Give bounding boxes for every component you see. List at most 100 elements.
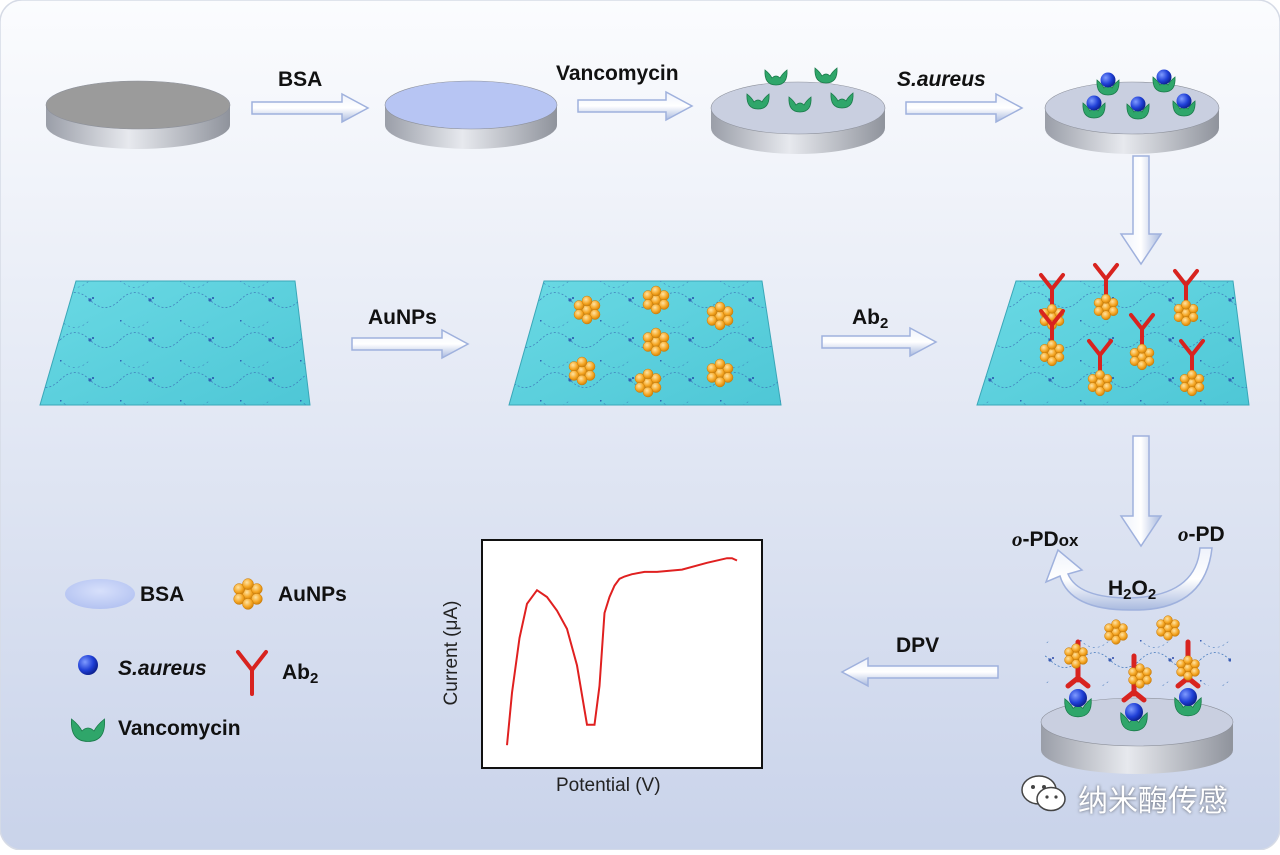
gold-nanoparticle-icon xyxy=(722,315,734,326)
o-pdox-main: -PD xyxy=(1022,528,1059,551)
o-pd-main: -PD xyxy=(1188,523,1225,546)
gold-nanoparticle-icon xyxy=(1194,382,1205,392)
h2o2-sub2: 2 xyxy=(1147,586,1157,603)
gold-nanoparticle-icon xyxy=(642,341,654,352)
gold-nanoparticle-icon xyxy=(1104,631,1114,641)
gold-nanoparticle-icon xyxy=(1108,306,1119,316)
bsa-disc-icon xyxy=(65,579,135,609)
gold-nanoparticle-icon xyxy=(233,593,245,605)
legend-label-ab2-main: Ab xyxy=(282,661,310,684)
gold-nanoparticle-icon xyxy=(1163,615,1173,625)
gold-nanoparticle-icon xyxy=(1111,619,1121,629)
step-label-ab2: Ab2 xyxy=(852,306,888,332)
s-aureus-electrode-disc xyxy=(1044,69,1220,154)
gold-nanoparticle-icon xyxy=(658,299,670,310)
bacterium-icon xyxy=(1125,703,1143,721)
gold-nanoparticle-icon xyxy=(1183,655,1193,665)
vancomycin-electrode-disc xyxy=(710,67,886,154)
gold-nanoparticle-icon xyxy=(1187,386,1197,397)
bacterium-icon xyxy=(1179,688,1197,706)
vancomycin-icon xyxy=(746,93,770,110)
gold-nanoparticle-icon xyxy=(1047,303,1057,314)
gold-nanoparticle-icon xyxy=(706,372,718,383)
gold-nanoparticle-icon xyxy=(1179,382,1190,392)
gold-nanoparticle-icon xyxy=(584,370,596,381)
gold-nanoparticle-icon xyxy=(1181,316,1191,327)
gold-nanoparticle-icon xyxy=(650,345,662,357)
gold-nanoparticle-icon xyxy=(1078,655,1088,665)
gold-nanoparticle-icon xyxy=(242,578,254,590)
legend-icons xyxy=(65,578,268,742)
gold-nanoparticle-icon xyxy=(1142,675,1152,685)
step-label-ab2-sub: 2 xyxy=(880,315,889,332)
watermark-text: 纳米酶传感 xyxy=(1078,784,1228,819)
gold-nanoparticle-icon xyxy=(1163,631,1173,641)
step-label-bsa: BSA xyxy=(278,68,323,91)
bacterium-icon xyxy=(1130,96,1146,112)
gold-nanoparticle-icon xyxy=(650,285,662,297)
gold-nanoparticle-icon xyxy=(714,319,726,331)
bacterium-icon xyxy=(1176,93,1192,109)
gold-nanoparticle-icon xyxy=(1144,356,1155,366)
gold-nanoparticle-icon xyxy=(589,309,601,320)
gold-nanoparticle-icon xyxy=(251,593,263,605)
arrow-layer xyxy=(251,90,1163,688)
h2o2-sub1: 2 xyxy=(1123,586,1132,603)
reaction-label-o-pd: o-PD xyxy=(1178,522,1225,547)
vancomycin-icon xyxy=(1120,712,1148,732)
h2o2-h: H xyxy=(1108,577,1124,600)
block-arrow-icon xyxy=(351,328,470,360)
reaction-arc xyxy=(1044,547,1213,611)
gold-nanoparticle-icon xyxy=(1135,663,1145,673)
gold-nanoparticle-icon xyxy=(650,303,662,315)
gold-nanoparticle-icon xyxy=(1101,310,1111,321)
legend-label-ab2: Ab2 xyxy=(282,661,318,687)
gold-nanoparticle-icon xyxy=(1188,312,1199,322)
step-label-ab2-main: Ab xyxy=(852,306,880,329)
gold-nanoparticle-icon xyxy=(1170,627,1180,637)
gold-nanoparticle-icon xyxy=(1129,356,1140,366)
legend-label-aunps: AuNPs xyxy=(278,583,347,606)
o-pd-prefix: o xyxy=(1178,522,1189,546)
gold-nanoparticle-icon xyxy=(1071,643,1081,653)
block-arrow-icon xyxy=(905,92,1024,124)
disc-top xyxy=(45,80,231,130)
block-arrow-icon xyxy=(577,90,694,122)
gold-nanoparticle-icon xyxy=(642,299,654,310)
bsa-electrode-disc xyxy=(384,80,558,149)
disc-top xyxy=(384,80,558,130)
mof-sheet-1-pattern xyxy=(40,281,310,405)
reaction-label-o-pdox: o-PDox xyxy=(1012,527,1079,552)
legend-label-vancomycin: Vancomycin xyxy=(118,717,241,740)
sandwich-electrode xyxy=(1040,615,1234,774)
vancomycin-icon xyxy=(1174,697,1202,717)
vancomycin-icon xyxy=(830,92,854,109)
step-label-aunps: AuNPs xyxy=(368,306,437,329)
gold-nanoparticle-icon xyxy=(1054,352,1065,362)
o-pdox-prefix: o xyxy=(1012,527,1023,551)
gold-nanoparticle-icon xyxy=(1173,312,1184,322)
gold-nanoparticle-icon xyxy=(1111,635,1121,645)
step-label-vancomycin: Vancomycin xyxy=(556,62,679,85)
bacterium-icon xyxy=(1069,689,1087,707)
gold-nanoparticle-icon xyxy=(1137,343,1147,354)
h2o2-o: O xyxy=(1131,577,1148,600)
legend-label-ab2-sub: 2 xyxy=(310,670,319,687)
block-arrow-icon xyxy=(1119,155,1163,266)
gold-nanoparticle-icon xyxy=(634,382,646,393)
gold-nanoparticle-icon xyxy=(1047,356,1057,367)
bacterium-icon xyxy=(78,655,98,675)
gold-nanoparticle-icon xyxy=(1101,293,1111,304)
step-label-s-aureus: S.aureus xyxy=(897,68,986,91)
block-arrow-icon xyxy=(821,326,938,358)
gold-nanoparticle-icon xyxy=(1156,627,1166,637)
block-arrow-icon xyxy=(251,92,370,124)
vancomycin-icon xyxy=(1064,698,1092,718)
gold-nanoparticle-icon xyxy=(1190,667,1200,677)
antibody-icon xyxy=(236,650,268,696)
gold-nanoparticle-icon xyxy=(1087,382,1098,392)
gold-nanoparticle-icon xyxy=(650,327,662,339)
gold-nanoparticle-icon xyxy=(1093,306,1104,316)
